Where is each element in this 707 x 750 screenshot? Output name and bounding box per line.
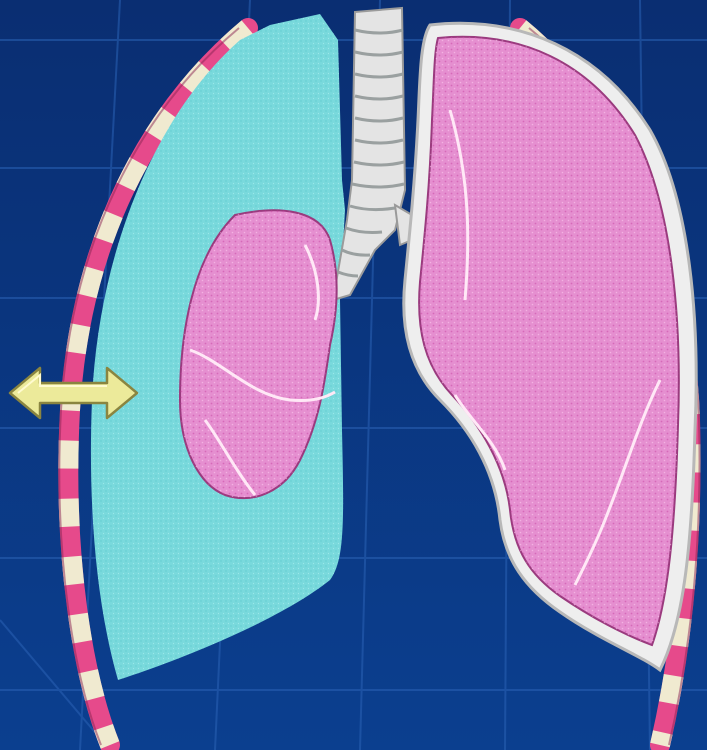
pneumothorax-diagram <box>0 0 707 750</box>
diagram-svg <box>0 0 707 750</box>
